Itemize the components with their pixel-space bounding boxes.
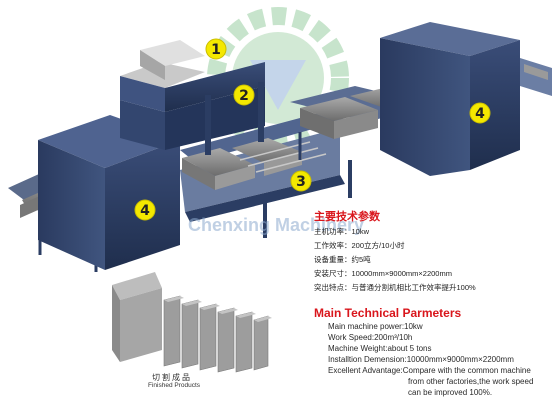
- badge-4-left: 4: [134, 199, 156, 221]
- specs-cn-row: 安装尺寸：10000mm×9000mm×2200mm: [314, 269, 452, 278]
- specs-en-row: Main machine power:10kw: [328, 322, 423, 331]
- specs-en-row: from other factories,the work speed: [408, 377, 534, 386]
- specs-cn-row: 工作效率：200立方/10小时: [314, 241, 405, 250]
- specs-en-row: Excellent Advantage:Compare with the com…: [328, 366, 531, 375]
- products-caption-en: Finished Products: [148, 382, 201, 389]
- specs-en-row: Work Speed:200m³/10h: [328, 333, 413, 342]
- products-caption-cn: 切割成品: [152, 373, 192, 382]
- badge-3-label: 3: [296, 174, 306, 190]
- finished-products-image: [112, 272, 272, 373]
- right-cabinet: [380, 22, 552, 176]
- specs-en-row: can be improved 100%.: [408, 388, 493, 397]
- badge-1-label: 1: [211, 42, 221, 58]
- watermark-text: Chenxing Machinery: [188, 215, 365, 235]
- badge-4-left-label: 4: [140, 203, 150, 219]
- specs-en-row: Installtion Demension:10000mm×9000mm×220…: [328, 355, 514, 364]
- badge-4-right-label: 4: [475, 106, 485, 122]
- specs-cn-row: 设备重量：约5吨: [314, 255, 371, 264]
- specs-cn-row: 突出特点：与普通分割机相比工作效率提升100%: [314, 283, 476, 292]
- badge-2: 2: [233, 84, 255, 106]
- badge-2-label: 2: [239, 88, 249, 104]
- specs-en-row: Machine Weight:about 5 tons: [328, 344, 432, 353]
- badge-4-right: 4: [469, 102, 491, 124]
- specs-en-title: Main Technical Parmeters: [314, 306, 462, 320]
- specs-cn-title: 主要技术参数: [314, 211, 380, 223]
- badge-1: 1: [205, 38, 227, 60]
- specs-cn-row: 主机功率：10kw: [314, 227, 370, 236]
- badge-3: 3: [290, 170, 312, 192]
